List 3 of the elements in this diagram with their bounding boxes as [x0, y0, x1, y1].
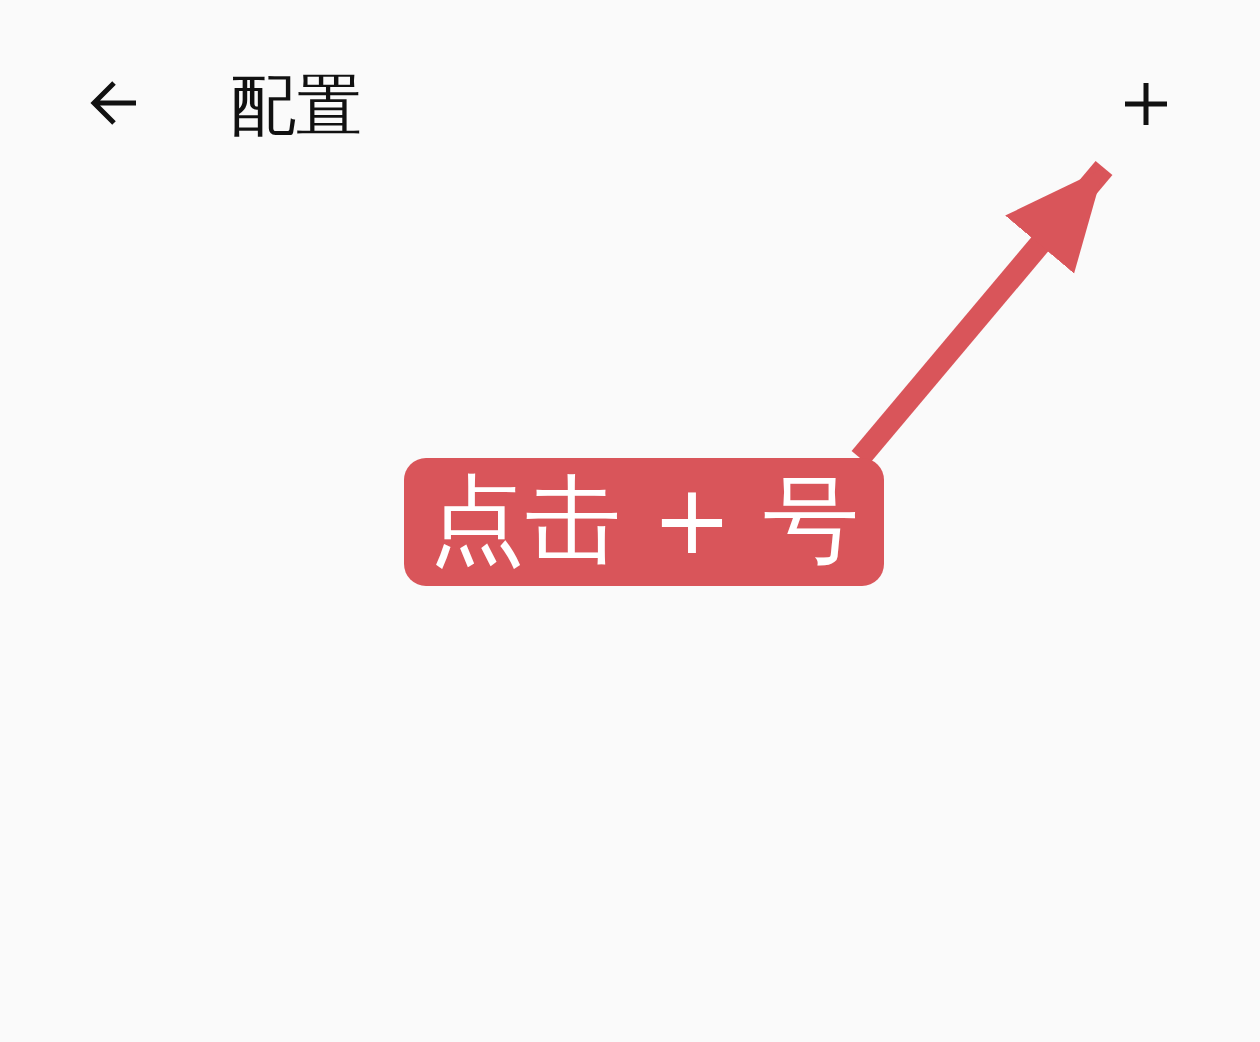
page-title: 配置: [230, 68, 362, 144]
callout-box: 点击 + 号: [404, 458, 884, 586]
add-icon: [1122, 80, 1170, 128]
